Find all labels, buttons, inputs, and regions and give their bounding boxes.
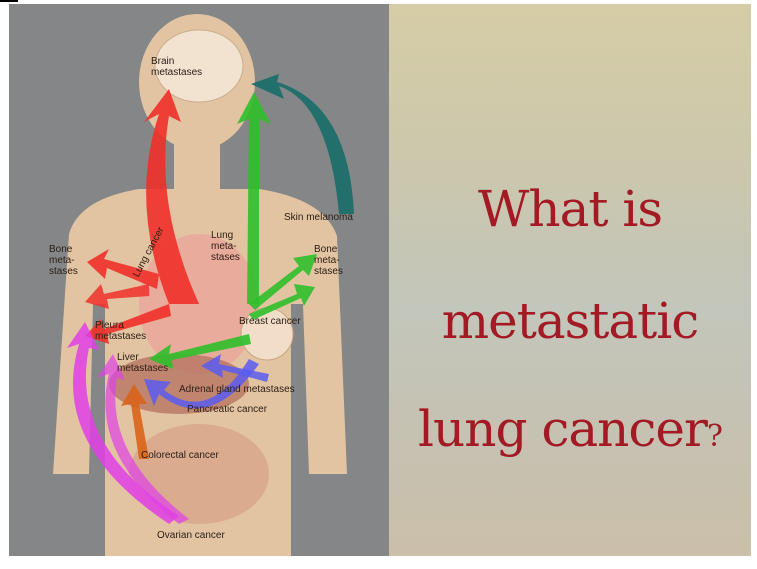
label-lung-metastases: Lungmeta-stases [211, 230, 240, 263]
title-panel: What is metastatic lung cancer? [389, 4, 751, 556]
title-line-3: lung cancer? [389, 404, 751, 454]
top-rule [0, 0, 18, 2]
title-question-mark: ? [707, 419, 722, 454]
label-bone-metastases-left: Bonemeta-stases [49, 244, 78, 277]
label-pancreatic-cancer: Pancreatic cancer [187, 404, 267, 415]
label-ovarian-cancer: Ovarian cancer [157, 530, 225, 541]
label-skin-melanoma: Skin melanoma [284, 212, 353, 223]
title-line-2: metastatic [389, 296, 751, 346]
title-line-3-text: lung cancer [418, 400, 707, 458]
label-brain-metastases: Brainmetastases [151, 56, 202, 78]
label-bone-metastases-right: Bonemeta-stases [314, 244, 343, 277]
label-liver-metastases: Livermetastases [117, 352, 168, 374]
label-adrenal-gland-metastases: Adrenal gland metastases [179, 384, 295, 395]
label-breast-cancer: Breast cancer [239, 316, 301, 327]
anatomy-illustration: Brainmetastases Skin melanoma Bonemeta-s… [9, 4, 389, 556]
label-pleura-metastases: Pleurametastases [95, 320, 146, 342]
label-colorectal-cancer: Colorectal cancer [141, 450, 219, 461]
body-figure-svg [9, 4, 389, 556]
title-line-1: What is [389, 184, 751, 234]
